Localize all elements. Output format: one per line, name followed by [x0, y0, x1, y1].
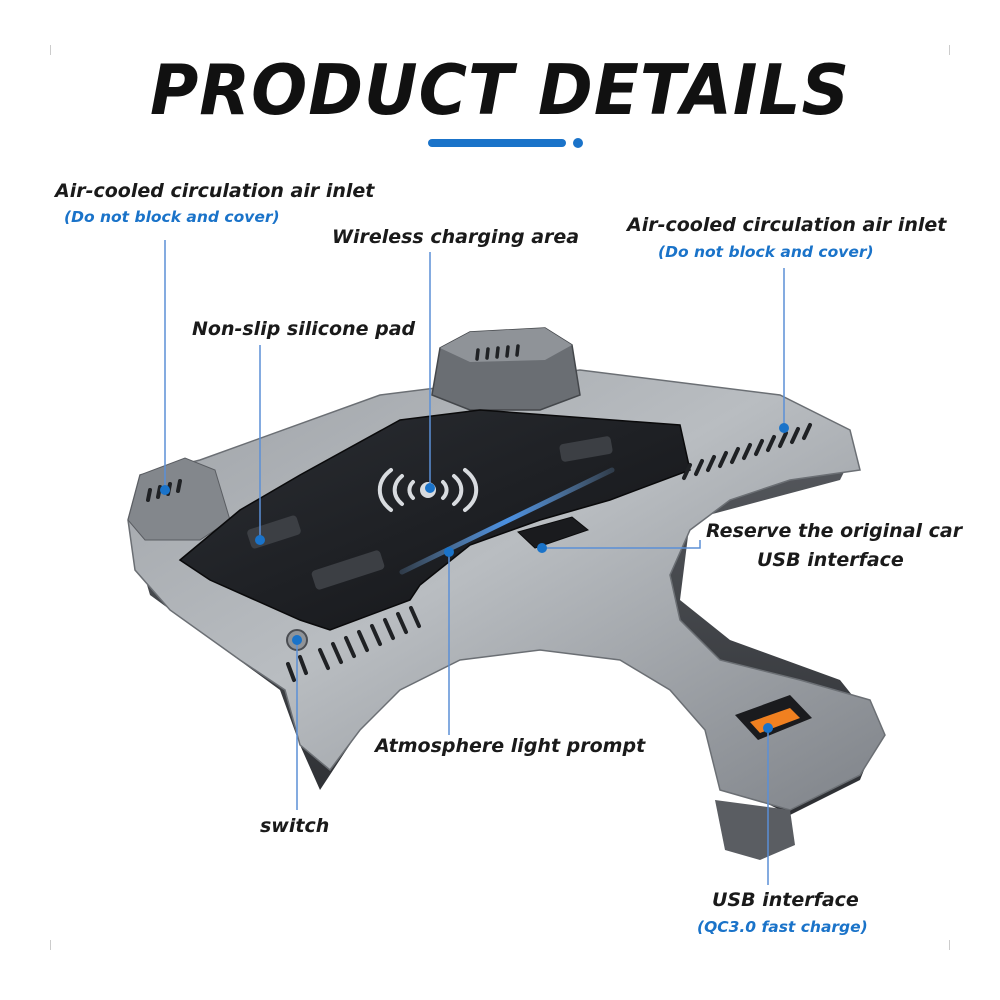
frame-mark	[949, 940, 950, 950]
frame-mark	[949, 45, 950, 55]
vents-front	[286, 606, 421, 682]
frame-mark	[50, 45, 51, 55]
callout-silicone-label: Non-slip silicone pad	[192, 318, 416, 340]
vents-right	[682, 423, 812, 480]
callout-reserve-usb-line2: USB interface	[757, 549, 904, 571]
callout-usb-label: USB interface	[712, 889, 859, 911]
callout-inlet-right-note: (Do not block and cover)	[658, 243, 874, 261]
charging-pad	[178, 409, 691, 631]
callout-dots	[160, 423, 789, 733]
callout-lines	[164, 240, 785, 885]
title-underline	[428, 139, 566, 147]
callout-inlet-right-label: Air-cooled circulation air inlet	[627, 214, 947, 236]
callout-usb-note: (QC3.0 fast charge)	[697, 918, 868, 936]
page-title: PRODUCT DETAILS	[149, 50, 851, 131]
frame-mark	[50, 940, 51, 950]
atmosphere-light-strip	[399, 467, 615, 575]
silicone-pad-2	[311, 550, 385, 590]
vents-tab	[475, 344, 520, 361]
left-corner-block	[127, 457, 231, 541]
callout-reserve-usb-line1: Reserve the original car	[706, 520, 963, 542]
title-underline-dot	[573, 138, 583, 148]
callout-wireless-label: Wireless charging area	[332, 226, 580, 248]
reserve-usb-port	[517, 516, 590, 549]
callout-inlet-left-note: (Do not block and cover)	[64, 208, 280, 226]
callout-atmosphere-label: Atmosphere light prompt	[375, 735, 646, 757]
callout-inlet-left-label: Air-cooled circulation air inlet	[55, 180, 375, 202]
silicone-pad-3	[559, 436, 613, 462]
mount-stem	[715, 800, 795, 860]
callout-switch-label: switch	[260, 815, 330, 837]
